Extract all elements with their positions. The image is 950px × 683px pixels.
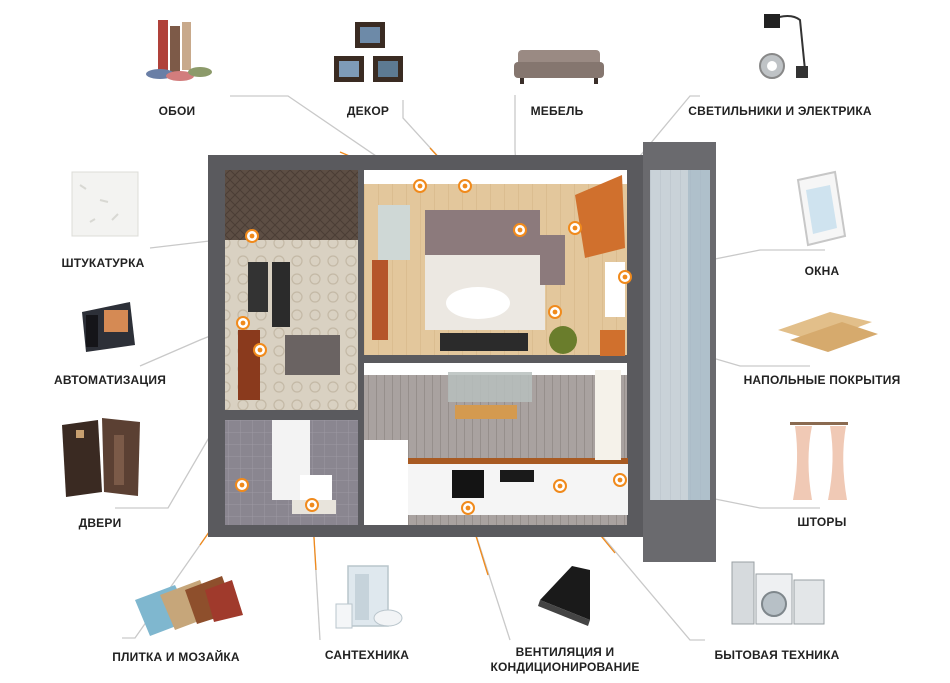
plant [549,326,577,354]
kitchen-window [595,370,621,460]
label-windows[interactable]: ОКНА [804,264,840,278]
home-appliances-icon[interactable] [731,561,825,625]
sofa [425,210,565,285]
label-lighting[interactable]: СВЕТИЛЬНИКИ И ЭЛЕКТРИКА [688,104,872,118]
stove [452,470,484,498]
hotspot-tiles[interactable] [235,478,249,492]
curtains-icon[interactable] [790,422,848,500]
cooker-hood-icon[interactable] [538,566,590,626]
tile-samples-icon[interactable] [135,576,243,636]
kitchen-wall [364,363,627,375]
entrance-door [238,330,260,400]
living-room-wall [362,170,627,184]
washing-box [300,475,332,500]
label-furniture[interactable]: МЕБЕЛЬ [530,104,584,118]
label-wallpaper[interactable]: ОБОИ [158,104,196,118]
doors-icon[interactable] [62,418,140,497]
hotspot-plumbing[interactable] [305,498,319,512]
hotspot-curtains[interactable] [613,473,627,487]
tv-stand [440,333,528,351]
wall-panel-right [575,175,625,258]
hall-console [272,262,290,327]
window-profile-icon[interactable] [796,170,847,247]
label-tiles[interactable]: ПЛИТКА И МОЗАЙКА [112,650,240,664]
hall-mirror [248,262,268,312]
label-automation[interactable]: АВТОМАТИЗАЦИЯ [53,373,167,387]
inner-wall-kitchen [362,355,627,363]
hotspot-lighting[interactable] [568,221,582,235]
living-cabinet [372,260,388,340]
hotspot-furniture[interactable] [513,223,527,237]
label-doors[interactable]: ДВЕРИ [78,516,122,530]
living-window [605,262,625,317]
hotspot-appliances[interactable] [553,479,567,493]
hall-rug [285,335,340,375]
hallway-wall-panel [225,170,358,240]
hotspot-wallpaper[interactable] [413,179,427,193]
label-curtains[interactable]: ШТОРЫ [797,515,847,529]
hotspot-ventilation[interactable] [461,501,475,515]
leader-appliances [559,485,705,641]
label-plaster[interactable]: ШТУКАТУРКА [61,256,145,270]
label-plumbing[interactable]: САНТЕХНИКА [324,648,410,662]
hotspot-doors[interactable] [253,343,267,357]
hob [500,470,534,482]
kitchen-worktop [408,458,628,464]
hotspot-windows[interactable] [618,270,632,284]
coffee-table [446,287,510,319]
hotspots [235,179,632,515]
wallpaper-rolls-icon[interactable] [146,20,212,81]
balcony-glass [688,170,710,500]
window-curtain-panel [600,330,625,356]
picture-frames-icon[interactable] [334,22,403,82]
inner-wall-vertical [358,170,364,525]
shower-cabin-icon[interactable] [335,565,403,629]
floor-plan [208,142,716,562]
inner-wall [225,410,358,420]
label-decor[interactable]: ДЕКОР [346,104,390,118]
sofa-icon[interactable] [514,50,604,84]
hotspot-automation[interactable] [236,316,250,330]
label-ventilation[interactable]: ВЕНТИЛЯЦИЯ И КОНДИЦИОНИРОВАНИЕ [490,645,640,674]
label-appliances[interactable]: БЫТОВАЯ ТЕХНИКА [714,648,840,662]
plaster-sample-icon[interactable] [71,171,139,237]
hotspot-decor[interactable] [458,179,472,193]
label-flooring[interactable]: НАПОЛЬНЫЕ ПОКРЫТИЯ [743,373,901,387]
floor-planks-icon[interactable] [778,312,878,352]
kitchen-counter [408,460,628,515]
intercom-panel-icon[interactable] [82,302,135,352]
kitchen-left-wall [364,440,408,525]
floor-lamp-icon[interactable] [759,14,808,79]
dining-table [448,372,532,402]
bookshelf [378,205,410,260]
dining-chairs [455,405,517,419]
hotspot-plaster[interactable] [245,229,259,243]
hotspot-flooring[interactable] [548,305,562,319]
